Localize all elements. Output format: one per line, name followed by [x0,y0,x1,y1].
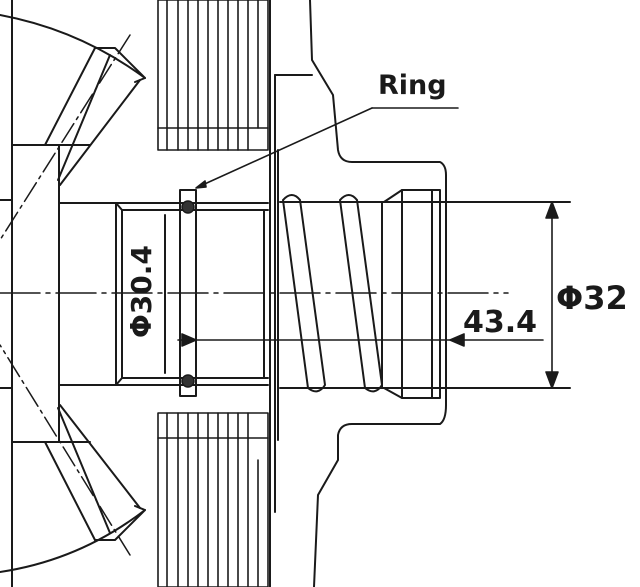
bevel-gear [0,14,146,573]
spring-sleeve [279,189,571,399]
collar-bottom [157,412,269,587]
shaft-left [58,202,269,386]
ring-label: Ring [378,70,447,101]
outer-diameter-label: Φ32 [556,279,628,317]
length-label: 43.4 [463,305,538,340]
collar-top [157,0,269,151]
ring-leader [195,107,459,189]
dim-outer-diameter [545,201,559,389]
inner-diameter-label: Φ30.4 [125,245,158,338]
housing-right [274,0,447,587]
dim-length [177,333,544,347]
spring-coils [282,194,383,393]
